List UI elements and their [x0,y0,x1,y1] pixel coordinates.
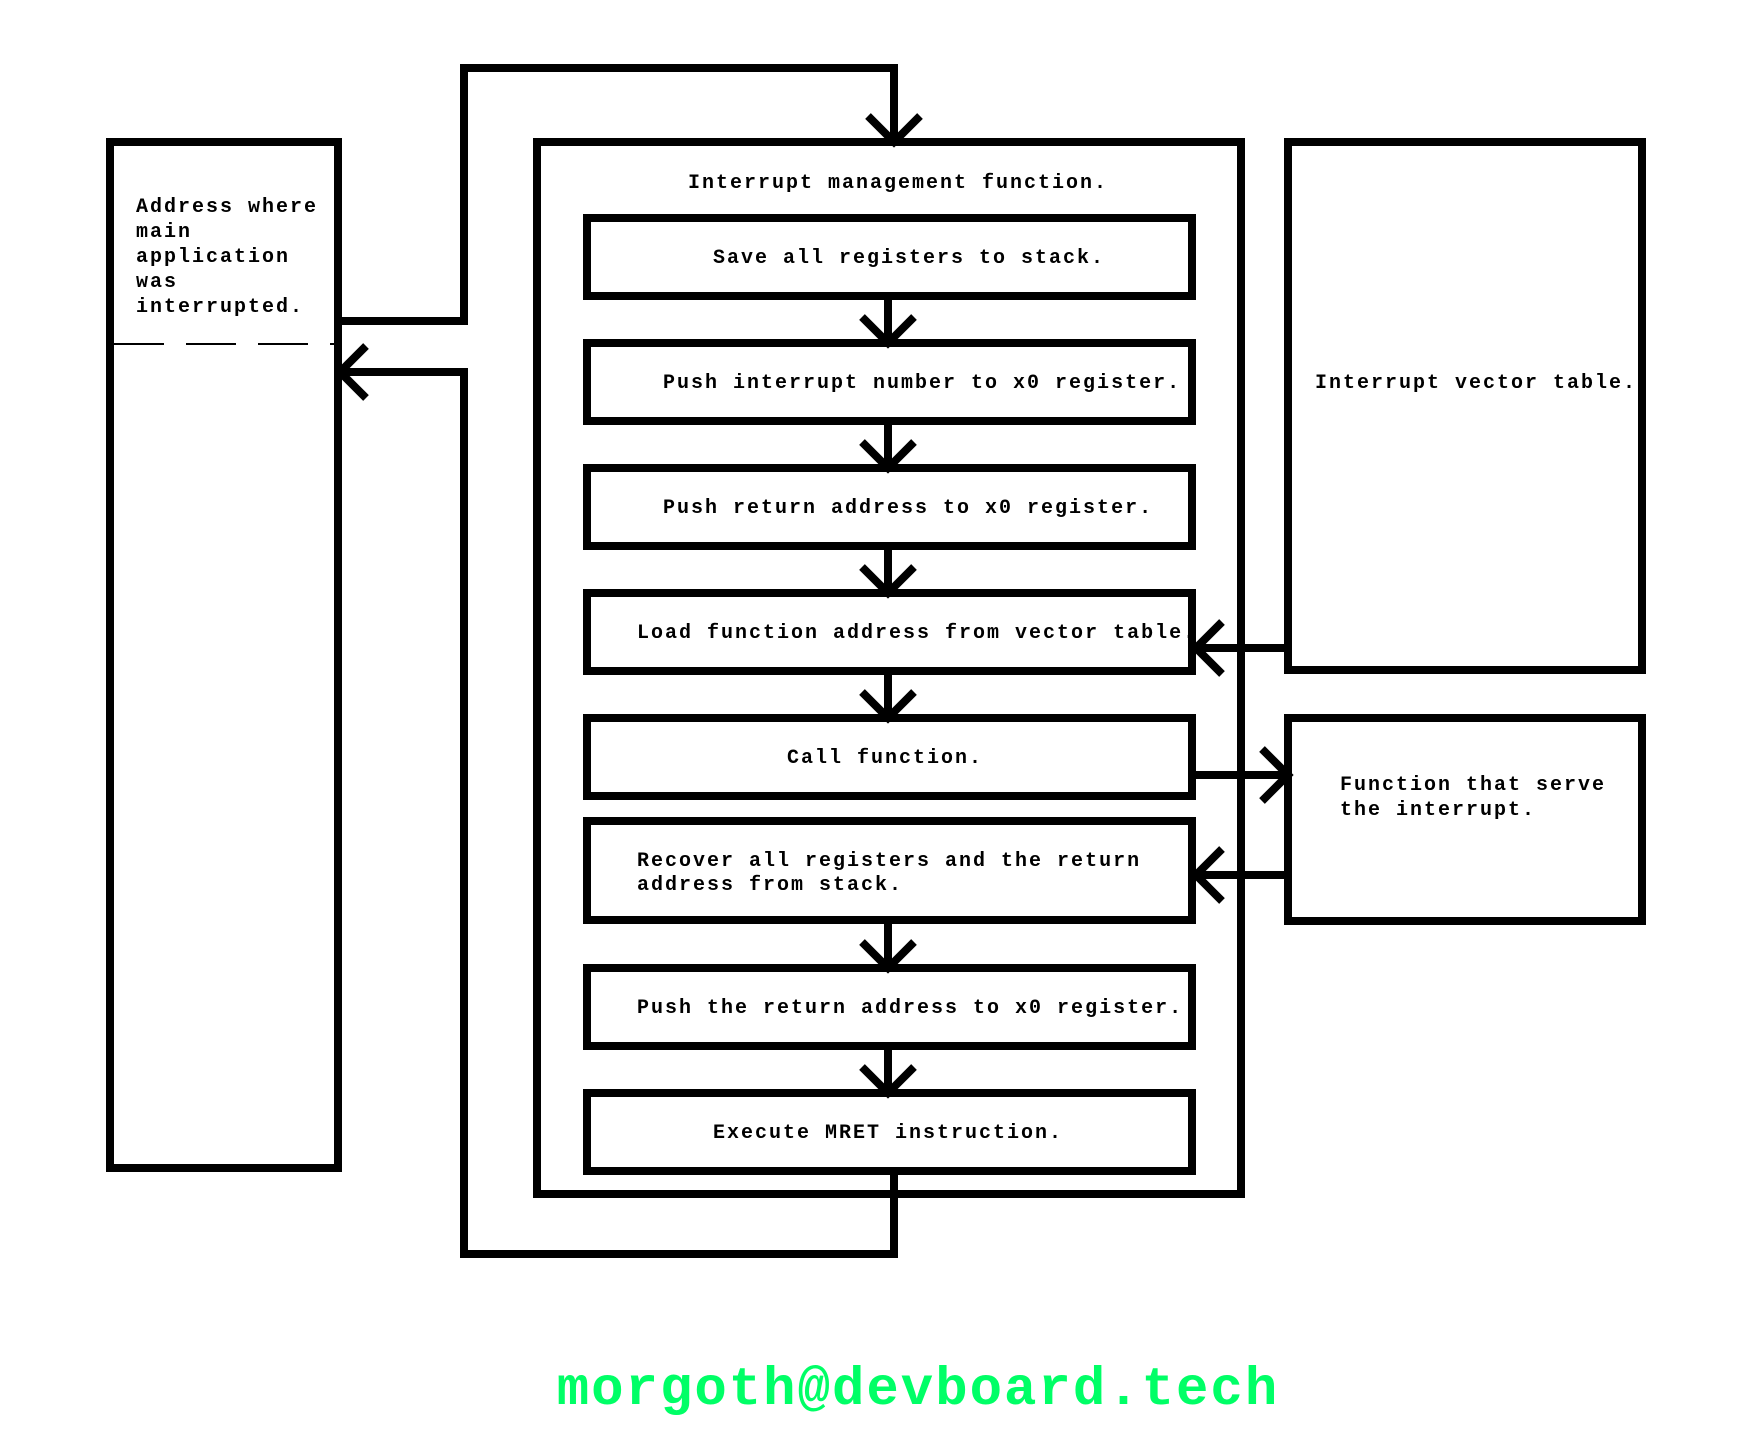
arrowhead-call-to-handler [1259,746,1294,804]
arrow-mret-return-to-app [342,368,898,1258]
interrupted-app-label-2: main [136,221,192,244]
step-save-registers [583,214,1196,300]
interrupt-vector-table-label: Interrupt vector table. [1315,372,1637,395]
interrupt-management-title: Interrupt management function. [688,172,1108,195]
step-push-return-address-again-label: Push the return address to x0 register. [637,997,1183,1020]
interrupt-handler-box [1284,714,1646,925]
connectors [334,64,1294,1258]
step-recover-registers-label-2: address from stack. [637,874,903,897]
step-arrows [859,296,917,1099]
arrowhead-handler-to-recover [1190,846,1225,904]
step-save-registers-label: Save all registers to stack. [713,247,1105,270]
interrupt-vector-table-box [1284,138,1646,674]
interrupted-app-label-1: Address where [136,196,318,219]
arrowhead-step-5 [859,689,917,724]
arrowhead-step-2 [859,314,917,349]
arrowhead-return-to-app [334,343,369,401]
interrupted-app-label-3: application [136,246,290,269]
arrowhead-step-7 [859,939,917,974]
footer-email: morgoth@devboard.tech [557,1360,1280,1421]
step-push-interrupt-number [583,339,1196,425]
step-recover-registers-label-1: Recover all registers and the return [637,850,1141,873]
arrowhead-interrupt-entry [865,113,923,148]
step-push-return-address-label: Push return address to x0 register. [663,497,1153,520]
arrowhead-step-4 [859,564,917,599]
arrowhead-step-8 [859,1064,917,1099]
interrupted-app-box [106,138,342,1172]
arrowhead-vector-table-to-load [1190,619,1225,677]
step-call-function-label: Call function. [787,747,983,770]
step-load-function-address-label: Load function address from vector table. [637,622,1197,645]
interrupted-app-label-5: interrupted. [136,296,304,319]
arrowhead-step-3 [859,439,917,474]
step-push-interrupt-number-label: Push interrupt number to x0 register. [663,372,1181,395]
interrupt-handler-label-1: Function that serve [1340,774,1606,797]
interrupted-app-label-4: was [136,271,178,294]
interrupt-handler-label-2: the interrupt. [1340,799,1536,822]
arrow-app-to-interrupt-entry [338,64,898,325]
step-execute-mret-label: Execute MRET instruction. [713,1122,1063,1145]
